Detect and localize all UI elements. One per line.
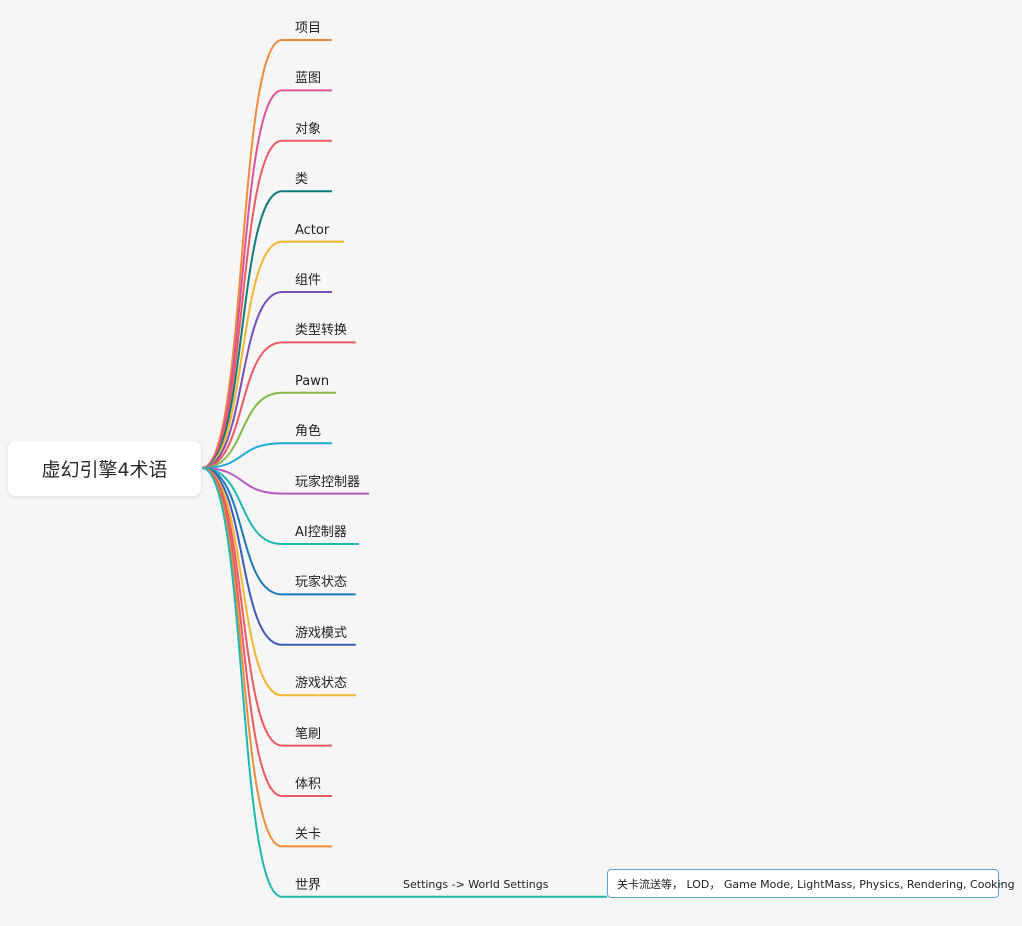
branch-line-8 [201, 442, 332, 469]
branch-label-5[interactable]: 组件 [295, 273, 322, 288]
root-label: 虚幻引擎4术语 [41, 459, 168, 481]
branch-line-11 [201, 467, 356, 596]
branch-line-14 [201, 467, 332, 747]
branch-line-13 [201, 467, 356, 697]
branch-label-8[interactable]: 角色 [295, 424, 322, 440]
world-leaf-text: 关卡流送等， LOD， Game Mode, LightMass, Physic… [617, 877, 1015, 891]
branch-label-15[interactable]: 体积 [295, 777, 322, 792]
branch-label-14[interactable]: 笔刷 [295, 726, 322, 742]
branch-label-1[interactable]: 蓝图 [295, 71, 322, 87]
branch-label-17[interactable]: 世界 [295, 877, 322, 893]
branch-line-5 [201, 291, 332, 469]
branch-label-2[interactable]: 对象 [295, 121, 322, 137]
branch-label-11[interactable]: 玩家状态 [295, 575, 348, 591]
branch-label-6[interactable]: 类型转换 [295, 323, 348, 339]
branch-label-7[interactable]: Pawn [295, 373, 330, 389]
branch-label-13[interactable]: 游戏状态 [295, 676, 348, 692]
branch-line-7 [201, 391, 336, 469]
branch-line-1 [201, 89, 332, 469]
branch-label-16[interactable]: 关卡 [295, 827, 322, 843]
branch-label-0[interactable]: 项目 [295, 21, 322, 36]
root-node[interactable]: 虚幻引擎4术语 [8, 441, 201, 496]
branch-label-10[interactable]: AI控制器 [295, 525, 347, 540]
branch-label-4[interactable]: Actor [295, 222, 330, 238]
world-sub-label[interactable]: Settings -> World Settings [403, 878, 549, 891]
branch-line-4 [201, 240, 344, 469]
branch-line-6 [201, 341, 356, 469]
branch-line-0 [201, 39, 332, 469]
branch-line-2 [201, 139, 332, 469]
branch-line-12 [201, 467, 356, 646]
world-leaf-node[interactable]: 关卡流送等， LOD， Game Mode, LightMass, Physic… [607, 869, 1015, 898]
branch-line-3 [201, 190, 332, 469]
branch-line-17 [201, 467, 607, 898]
branch-line-15 [201, 467, 332, 797]
branch-line-9 [201, 467, 369, 495]
branch-label-12[interactable]: 游戏模式 [295, 625, 348, 641]
branch-line-10 [201, 467, 359, 545]
branch-label-9[interactable]: 玩家控制器 [295, 474, 361, 490]
branch-label-3[interactable]: 类 [295, 172, 309, 188]
